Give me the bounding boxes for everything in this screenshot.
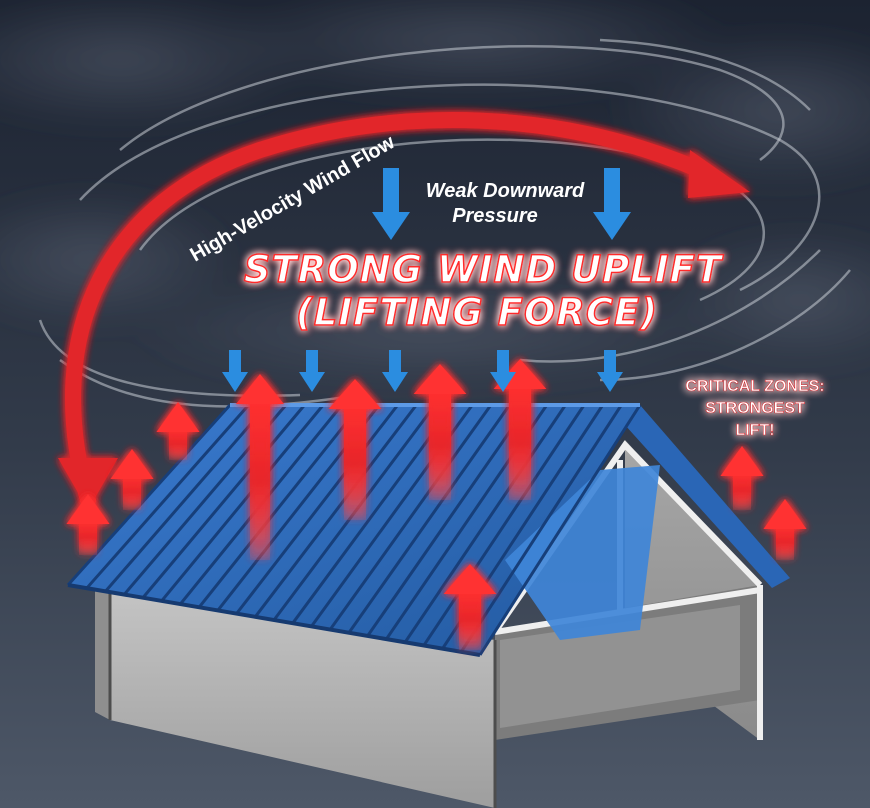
- uplift-arrow: [328, 379, 382, 520]
- uplift-title: STRONG WIND UPLIFT (LIFTING FORCE): [243, 247, 724, 335]
- roof-rib: [85, 404, 250, 590]
- roof-rib: [347, 404, 511, 634]
- roof-rib: [478, 404, 642, 656]
- roof-rib: [460, 404, 623, 653]
- uplift-arrow: [110, 449, 154, 510]
- uplift-arrow: [413, 364, 467, 500]
- roof-ribs: [66, 403, 642, 656]
- uplift-title-line1: STRONG WIND UPLIFT: [244, 248, 724, 291]
- uplift-arrow: [763, 499, 807, 560]
- uplift-title-line2: (LIFTING FORCE): [296, 291, 658, 334]
- downward-arrow: [222, 350, 248, 392]
- downward-arrow: [490, 350, 516, 392]
- uplift-arrow: [156, 402, 200, 460]
- roof-rib: [197, 404, 362, 609]
- downward-pressure-label-line2: Pressure: [452, 205, 538, 227]
- roof-rib: [235, 404, 399, 615]
- uplift-arrow: [443, 564, 497, 650]
- downward-arrow: [299, 350, 325, 392]
- roof-rib: [254, 404, 418, 618]
- high-velocity-flow-arrow: [58, 112, 750, 510]
- downward-pressure-arrows-top: [372, 168, 631, 240]
- uplift-arrow: [66, 494, 110, 555]
- roof-rib: [104, 404, 269, 593]
- critical-zones-line3: LIFT!: [735, 422, 774, 439]
- roof-panel-peeling: [505, 465, 660, 640]
- critical-zones-line1: CRITICAL ZONES:: [685, 378, 824, 395]
- downward-pressure-label-line1: Weak Downward: [426, 180, 585, 202]
- metal-roof: [66, 403, 790, 657]
- roof-rib: [422, 404, 586, 647]
- roof-rib: [328, 404, 493, 631]
- uplift-arrow: [236, 374, 284, 560]
- downward-arrow: [597, 350, 623, 392]
- roof-rib: [366, 404, 530, 637]
- downward-pressure-arrows-ridge: [222, 350, 623, 392]
- roof-eave-right: [625, 405, 790, 588]
- downward-arrow: [382, 350, 408, 392]
- roof-rib: [160, 404, 325, 602]
- roof-rib: [403, 404, 567, 644]
- building-front-wall: [110, 590, 495, 808]
- roof-rib: [291, 404, 455, 625]
- uplift-arrow: [720, 446, 764, 510]
- roof-rib: [141, 404, 306, 599]
- wind-swirl-lines: [38, 38, 851, 408]
- critical-zones-line2: STRONGEST: [705, 400, 805, 417]
